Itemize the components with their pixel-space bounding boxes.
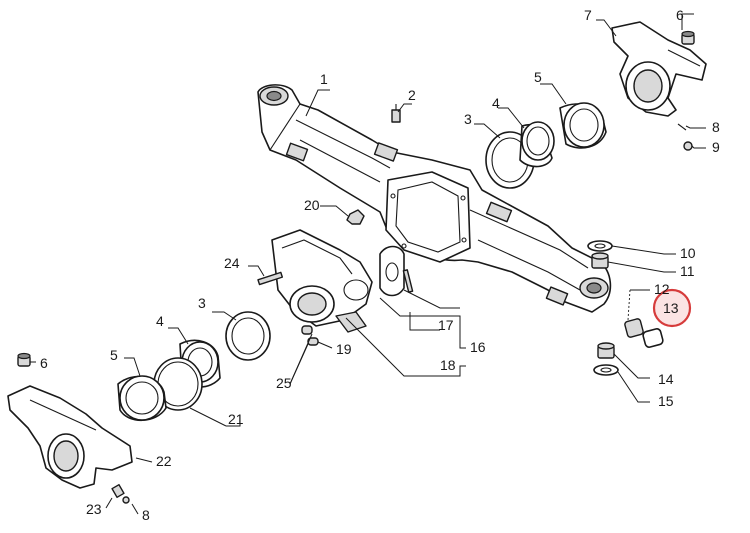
cap-bolt xyxy=(402,269,414,293)
callout-5[interactable]: 5 xyxy=(534,69,542,85)
callout-3-left[interactable]: 3 xyxy=(198,295,206,311)
callout-19[interactable]: 19 xyxy=(336,341,352,357)
center-carrier xyxy=(271,229,373,333)
callout-4[interactable]: 4 xyxy=(492,95,500,111)
mounting-bolt xyxy=(257,271,284,286)
callout-15[interactable]: 15 xyxy=(658,393,674,409)
callout-8[interactable]: 8 xyxy=(712,119,720,135)
right-steering-knuckle xyxy=(611,21,707,151)
callout-23[interactable]: 23 xyxy=(86,501,102,517)
callout-13[interactable]: 13 xyxy=(663,300,679,316)
right-small-parts xyxy=(587,240,664,376)
right-bearing-set xyxy=(485,102,607,189)
callout-22[interactable]: 22 xyxy=(156,453,172,469)
left-grease-fitting xyxy=(111,483,130,504)
axle-housing xyxy=(257,84,612,313)
callout-6-left[interactable]: 6 xyxy=(40,355,48,371)
callouts: 1 2 3 4 5 6 7 8 9 10 11 12 13 14 15 16 1… xyxy=(40,7,720,523)
callout-8-left[interactable]: 8 xyxy=(142,507,150,523)
callout-17[interactable]: 17 xyxy=(438,317,454,333)
highlight-ring-13 xyxy=(652,288,692,328)
callout-14[interactable]: 14 xyxy=(658,371,674,387)
bearing-cap xyxy=(379,245,405,297)
callout-16[interactable]: 16 xyxy=(470,339,486,355)
callout-20[interactable]: 20 xyxy=(304,197,320,213)
callout-21[interactable]: 21 xyxy=(228,411,244,427)
callout-11[interactable]: 11 xyxy=(680,263,695,279)
callout-10[interactable]: 10 xyxy=(680,245,696,261)
callout-7[interactable]: 7 xyxy=(584,7,592,23)
callout-18[interactable]: 18 xyxy=(440,357,456,373)
callout-4-left[interactable]: 4 xyxy=(156,313,164,329)
callout-5-left[interactable]: 5 xyxy=(110,347,118,363)
callout-25[interactable]: 25 xyxy=(276,375,292,391)
leader-lines xyxy=(30,13,706,515)
locating-pins xyxy=(301,325,319,346)
hex-nut xyxy=(346,209,365,225)
callout-9[interactable]: 9 xyxy=(712,139,720,155)
left-bearing-set xyxy=(117,311,271,422)
left-steering-knuckle xyxy=(7,352,133,489)
callout-2[interactable]: 2 xyxy=(408,87,416,103)
callout-24[interactable]: 24 xyxy=(224,255,240,271)
callout-1[interactable]: 1 xyxy=(320,71,328,87)
callout-6[interactable]: 6 xyxy=(676,7,684,23)
breather-fitting xyxy=(391,104,401,123)
callout-3[interactable]: 3 xyxy=(464,111,472,127)
callout-12[interactable]: 12 xyxy=(654,281,670,297)
